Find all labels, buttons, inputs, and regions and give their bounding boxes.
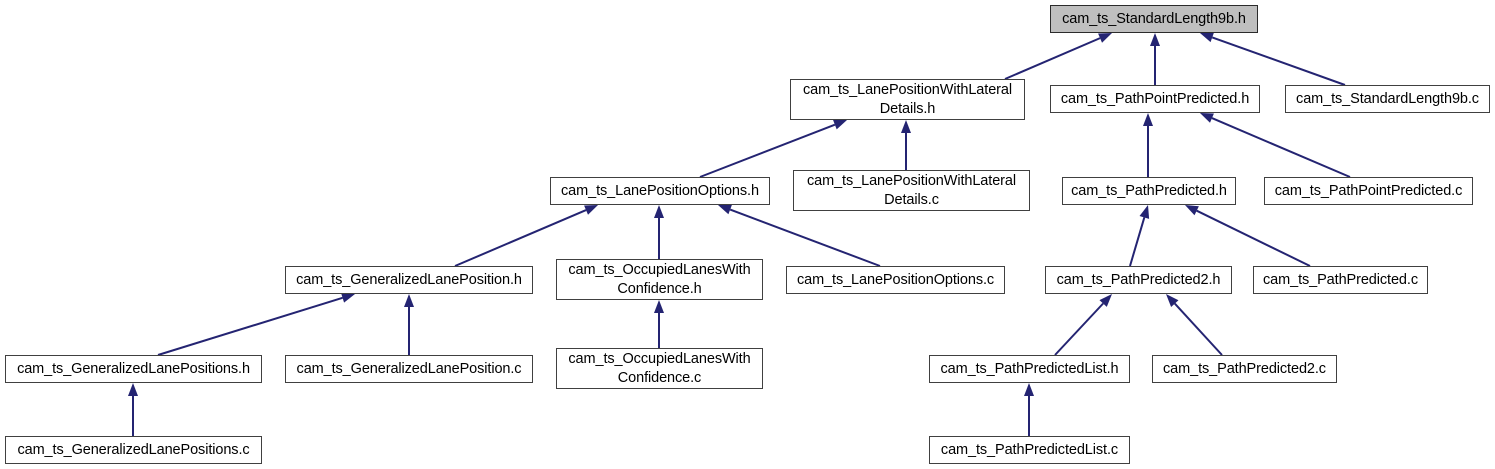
graph-node-cam_ts_LanePositionWithLateralDetails.c[interactable]: cam_ts_LanePositionWithLateral Details.c bbox=[793, 170, 1030, 211]
graph-node-cam_ts_PathPointPredicted.c[interactable]: cam_ts_PathPointPredicted.c bbox=[1264, 177, 1473, 205]
edge-arrowhead bbox=[1150, 33, 1160, 46]
edge-arrowhead bbox=[584, 205, 598, 215]
graph-node-cam_ts_GeneralizedLanePosition.c[interactable]: cam_ts_GeneralizedLanePosition.c bbox=[285, 355, 533, 383]
graph-node-cam_ts_StandardLength9b.c[interactable]: cam_ts_StandardLength9b.c bbox=[1285, 85, 1490, 113]
graph-node-cam_ts_PathPredictedList.c[interactable]: cam_ts_PathPredictedList.c bbox=[929, 436, 1130, 464]
edge-line bbox=[1004, 37, 1101, 80]
edge-line bbox=[454, 209, 587, 267]
edge-arrowhead bbox=[833, 120, 847, 130]
edge-line bbox=[1196, 209, 1311, 267]
graph-node-cam_ts_GeneralizedLanePositions.c[interactable]: cam_ts_GeneralizedLanePositions.c bbox=[5, 436, 262, 464]
edge-arrowhead bbox=[1185, 205, 1199, 216]
edge-line bbox=[1174, 302, 1223, 356]
edge-arrowhead bbox=[1024, 383, 1034, 396]
graph-node-cam_ts_PathPredicted.h[interactable]: cam_ts_PathPredicted.h bbox=[1062, 177, 1236, 205]
edge-arrowhead bbox=[654, 300, 664, 313]
edge-arrowhead bbox=[404, 294, 414, 307]
edge-arrowhead bbox=[341, 293, 355, 303]
edge-arrowhead bbox=[128, 383, 138, 396]
graph-node-cam_ts_LanePositionWithLateralDetails.h[interactable]: cam_ts_LanePositionWithLateral Details.h bbox=[790, 79, 1025, 120]
edge-arrowhead bbox=[901, 120, 911, 133]
edge-arrowhead bbox=[1166, 294, 1179, 307]
edge-arrowhead bbox=[1099, 294, 1112, 307]
graph-node-cam_ts_GeneralizedLanePosition.h[interactable]: cam_ts_GeneralizedLanePosition.h bbox=[285, 266, 533, 294]
edge-line bbox=[1211, 36, 1346, 86]
edge-line bbox=[157, 296, 343, 356]
graph-node-cam_ts_StandardLength9b.h[interactable]: cam_ts_StandardLength9b.h bbox=[1050, 5, 1258, 33]
graph-node-cam_ts_PathPredicted2.h[interactable]: cam_ts_PathPredicted2.h bbox=[1045, 266, 1232, 294]
graph-node-cam_ts_PathPointPredicted.h[interactable]: cam_ts_PathPointPredicted.h bbox=[1050, 85, 1260, 113]
edge-arrowhead bbox=[718, 204, 732, 215]
edge-arrowhead bbox=[1200, 113, 1214, 123]
graph-node-cam_ts_LanePositionOptions.h[interactable]: cam_ts_LanePositionOptions.h bbox=[550, 177, 770, 205]
graph-node-cam_ts_PathPredicted2.c[interactable]: cam_ts_PathPredicted2.c bbox=[1152, 355, 1337, 383]
edge-line bbox=[1211, 117, 1351, 178]
graph-node-cam_ts_PathPredictedList.h[interactable]: cam_ts_PathPredictedList.h bbox=[929, 355, 1130, 383]
edge-arrowhead bbox=[654, 205, 664, 218]
edge-line bbox=[1054, 302, 1104, 356]
graph-node-cam_ts_OccupiedLanesWithConfidence.c[interactable]: cam_ts_OccupiedLanesWith Confidence.c bbox=[556, 348, 763, 389]
edge-line bbox=[1129, 217, 1146, 267]
graph-node-cam_ts_LanePositionOptions.c[interactable]: cam_ts_LanePositionOptions.c bbox=[786, 266, 1005, 294]
graph-node-cam_ts_GeneralizedLanePositions.h[interactable]: cam_ts_GeneralizedLanePositions.h bbox=[5, 355, 262, 383]
edge-line bbox=[729, 208, 881, 267]
edge-arrowhead bbox=[1143, 113, 1153, 126]
graph-node-cam_ts_OccupiedLanesWithConfidence.h[interactable]: cam_ts_OccupiedLanesWith Confidence.h bbox=[556, 259, 763, 300]
edge-arrowhead bbox=[1098, 33, 1112, 43]
edge-arrowhead bbox=[1200, 32, 1214, 43]
edge-arrowhead bbox=[1139, 205, 1150, 219]
graph-node-cam_ts_PathPredicted.c[interactable]: cam_ts_PathPredicted.c bbox=[1253, 266, 1428, 294]
